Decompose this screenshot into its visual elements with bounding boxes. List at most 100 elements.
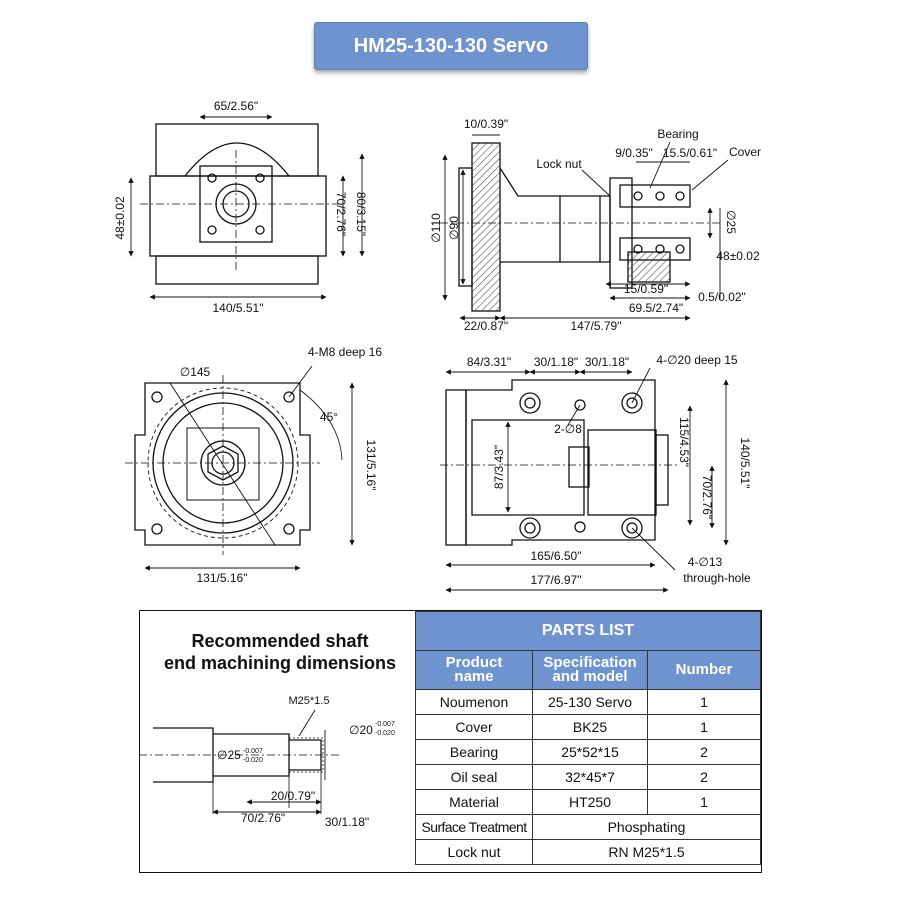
flange-outline [134, 382, 311, 546]
dim-140-vert: 140/5.51" [738, 438, 752, 489]
dim-15-5: 15.5/0.61" [663, 146, 717, 160]
dim-70-shaft: 70/2.76" [241, 811, 285, 825]
bolt-hole [207, 173, 217, 183]
d8-hole [574, 399, 586, 411]
housing-hatch [627, 251, 671, 283]
label-d145: ∅145 [180, 365, 211, 379]
housing-arc [184, 142, 290, 177]
dim-140: 140/5.51" [213, 301, 264, 315]
title-badge: HM25-130-130 Servo [314, 22, 588, 70]
label-45deg: 45° [320, 410, 338, 424]
d20-hole [621, 517, 643, 539]
flange-edge [445, 389, 467, 546]
dim-30-b: 30/1.18" [585, 355, 629, 369]
dim-65: 65/2.56" [214, 99, 258, 113]
dim-147: 147/5.79" [571, 319, 622, 333]
dim-d90: ∅90 [447, 216, 461, 240]
dim-d25: ∅25 [724, 210, 738, 234]
shaft-end-drawing: M25*1.5 ∅20 -0.007 -0.020 ∅25 -0.007 -0.… [139, 695, 395, 829]
top-left-view [128, 114, 365, 300]
housing-flange [149, 175, 327, 257]
dim-15: 15/0.59" [624, 282, 668, 296]
dim-d110: ∅110 [429, 213, 443, 243]
cover-step [655, 434, 669, 506]
bottom-left-view [125, 365, 355, 571]
label-d20-deep: 4-∅20 deep 15 [656, 353, 738, 367]
body-outline [499, 167, 611, 263]
machining-title-line1: Recommended shaft [191, 631, 369, 651]
dim-d25: ∅25 [217, 748, 241, 762]
bottom-right-view [440, 367, 729, 593]
dim-d20-tol-lower: -0.020 [375, 730, 395, 737]
housing-plan-outline [465, 379, 656, 546]
dim-48-right: 48±0.02 [716, 249, 760, 263]
d20-hole [519, 517, 541, 539]
dim-70: 70/2.76" [334, 192, 348, 236]
dim-177: 177/6.97" [531, 573, 582, 587]
label-lock-nut: Lock nut [536, 157, 582, 171]
label-cover: Cover [729, 145, 761, 159]
lock-nut-block [568, 446, 590, 488]
label-through-hole: through-hole [683, 571, 751, 585]
housing-top-body [155, 123, 319, 177]
bolt-hole [255, 225, 265, 235]
machining-title: Recommended shaft end machining dimensio… [150, 630, 410, 674]
d20-hole [519, 392, 541, 414]
m8-hole [151, 391, 163, 403]
m8-hole [151, 523, 163, 535]
parts-list-heading: PARTS LIST [415, 611, 761, 651]
dim-9: 9/0.35" [615, 146, 653, 160]
d20-hole [621, 392, 643, 414]
dim-20: 20/0.79" [271, 789, 315, 803]
dim-48: 48±0.02 [113, 196, 127, 240]
lock-nut-hex [207, 445, 239, 481]
housing-base [155, 255, 319, 285]
dim-0-5: 0.5/0.02" [698, 290, 746, 304]
dim-10: 10/0.39" [464, 117, 508, 131]
dim-30-shaft: 30/1.18" [325, 815, 369, 829]
shaft-body [153, 727, 214, 783]
bearing-housing [609, 177, 633, 289]
bearing-cap [587, 429, 657, 516]
dim-30-a: 30/1.18" [534, 355, 578, 369]
dim-d25-tol-upper: -0.007 [243, 748, 263, 755]
technical-drawing: 65/2.56" 48±0.02 80/3.15" 70/2.76" 140/5… [113, 99, 761, 593]
label-m8: 4-M8 deep 16 [308, 345, 382, 359]
machining-title-line2: end machining dimensions [163, 653, 397, 673]
thread-zone [288, 737, 324, 773]
label-4-d13: 4-∅13 [688, 555, 723, 569]
m8-hole [283, 523, 295, 535]
dim-69-5: 69.5/2.74" [629, 301, 683, 315]
bottom-frame [139, 610, 762, 873]
bolt-hole [207, 225, 217, 235]
m8-hole [283, 391, 295, 403]
top-right-view [440, 134, 729, 321]
bolt-hole [255, 173, 265, 183]
label-m25: M25*1.5 [289, 695, 330, 707]
col-number: Number [647, 650, 761, 690]
d8-hole [574, 521, 586, 533]
label-2-d8: 2-∅8 [554, 422, 582, 436]
bearing-set-bottom [619, 237, 691, 261]
dim-131-vertical: 131/5.16" [364, 440, 378, 491]
dim-d25-tol-lower: -0.020 [243, 757, 263, 764]
dim-87: 87/3.43" [492, 445, 506, 489]
flange-section [471, 142, 501, 312]
label-bearing: Bearing [657, 127, 698, 141]
dim-d20-tol-upper: -0.007 [375, 721, 395, 728]
flange-pilot [458, 167, 473, 287]
dim-22: 22/0.87" [464, 319, 508, 333]
body-rect [471, 419, 585, 516]
dim-115: 115/4.53" [677, 417, 691, 467]
dim-165: 165/6.50" [531, 549, 582, 563]
dim-131-horizontal: 131/5.16" [197, 571, 248, 585]
